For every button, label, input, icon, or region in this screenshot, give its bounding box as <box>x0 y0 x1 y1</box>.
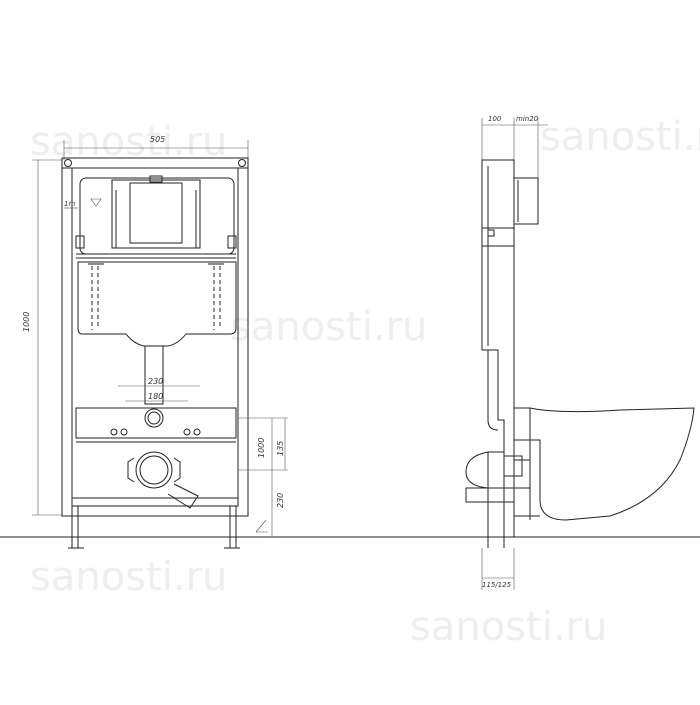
dim-1000-label: 1000 <box>257 438 266 458</box>
flush-pipe <box>144 345 164 405</box>
right-leg <box>229 505 237 549</box>
width-label: 505 <box>150 135 165 144</box>
side-button-icon <box>487 229 495 237</box>
flush-plate <box>129 182 183 244</box>
mount-hole-left-icon <box>64 159 72 167</box>
dim-135-label: 135 <box>276 441 285 456</box>
toilet-bowl <box>514 407 695 521</box>
flush-outlet-icon <box>144 408 164 428</box>
side-flush-pipe <box>487 350 499 431</box>
cistern-body <box>77 261 237 347</box>
side-frame <box>481 159 515 538</box>
watermark-front-bottom: sanosti.ru <box>30 554 227 600</box>
side-drain-bend <box>465 451 489 489</box>
height-label: 1000 <box>22 312 31 332</box>
side-dim-100-label: 100 <box>488 115 502 123</box>
side-dim-bottom-label: 115/125 <box>482 581 512 589</box>
frame-inner <box>71 167 239 507</box>
drain-elbow <box>167 483 199 509</box>
dim-180-label: 180 <box>148 392 163 401</box>
side-flush-plate <box>513 177 539 225</box>
watermark-center: sanosti.ru <box>230 304 427 350</box>
watermark-side-top: sanosti.ru <box>540 114 700 160</box>
mounting-crossbar <box>75 407 237 439</box>
level-triangle-icon <box>90 198 102 207</box>
frame-outer <box>61 157 249 517</box>
drain-outlet-icon <box>135 451 173 489</box>
floor-arrow-icon <box>255 519 268 533</box>
mount-hole-right-icon <box>238 159 246 167</box>
watermark-front-top: sanosti.ru <box>30 119 227 165</box>
left-leg <box>71 505 79 549</box>
flush-plate-area <box>111 179 201 249</box>
watermark-side-bottom: sanosti.ru <box>410 604 607 650</box>
dim-230-right-label: 230 <box>276 493 285 508</box>
side-dim-min20-label: min20 <box>516 115 539 123</box>
side-view: 100 min20 115/125 <box>465 115 695 590</box>
dim-230-label: 230 <box>148 377 163 386</box>
front-view: 505 1000 1m <box>22 135 288 549</box>
level-mark-label: 1m <box>64 200 75 208</box>
